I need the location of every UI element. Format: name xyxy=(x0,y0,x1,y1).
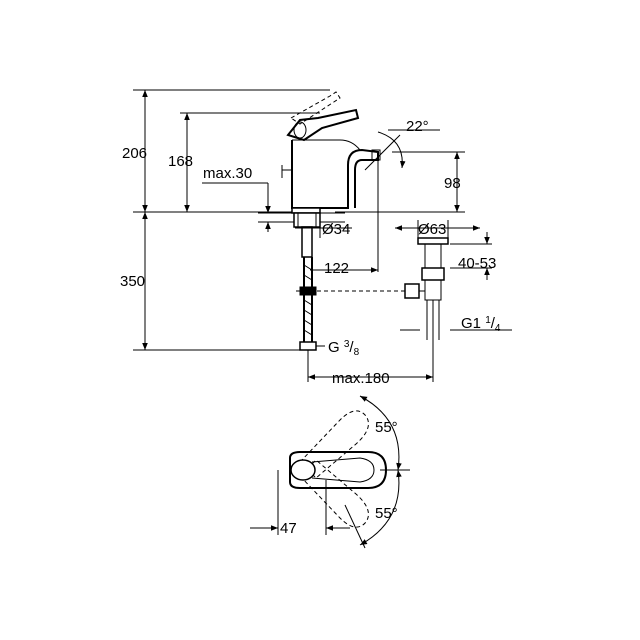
waste-flange xyxy=(417,237,449,245)
dim-max180: max.180 xyxy=(332,370,390,387)
supply-hose xyxy=(299,257,317,351)
faucet-top xyxy=(292,139,361,151)
waste-body xyxy=(424,243,442,301)
dim-d34: Ø34 xyxy=(322,221,350,238)
dim-max30: max.30 xyxy=(203,165,252,182)
handle-lever-top xyxy=(311,457,375,483)
dim-47: 47 xyxy=(280,520,297,537)
dim-206: 206 xyxy=(122,145,147,162)
waste-assembly xyxy=(404,237,449,340)
faucet-side-view xyxy=(258,91,412,351)
dim-350: 350 xyxy=(120,273,145,290)
handle-outline xyxy=(286,108,360,142)
faucet-top-view xyxy=(250,395,410,549)
lever-arm xyxy=(281,165,292,178)
dim-g38-thread: G 3/8 xyxy=(328,339,360,358)
dim-168: 168 xyxy=(168,153,193,170)
dimension-lines xyxy=(133,89,512,382)
dim-40-53: 40-53 xyxy=(458,255,496,272)
faucet-body xyxy=(291,140,379,209)
dim-angle-22: 22° xyxy=(406,118,429,135)
shank xyxy=(301,226,313,258)
waste-lever xyxy=(404,283,420,299)
dim-angle-55-upper: 55° xyxy=(375,419,398,436)
handle-knob xyxy=(293,121,307,139)
hose-nut xyxy=(299,341,317,351)
waste-nut xyxy=(421,267,445,281)
dim-98: 98 xyxy=(444,175,461,192)
dim-d63: Ø63 xyxy=(418,221,446,238)
handle-rotated-down xyxy=(299,459,369,528)
dim-g1-thread: G1 1/4 xyxy=(461,315,501,334)
dim-122: 122 xyxy=(324,260,349,277)
handle-top xyxy=(290,459,316,481)
handle-rotated-up xyxy=(299,410,369,479)
dim-angle-55-lower: 55° xyxy=(375,505,398,522)
